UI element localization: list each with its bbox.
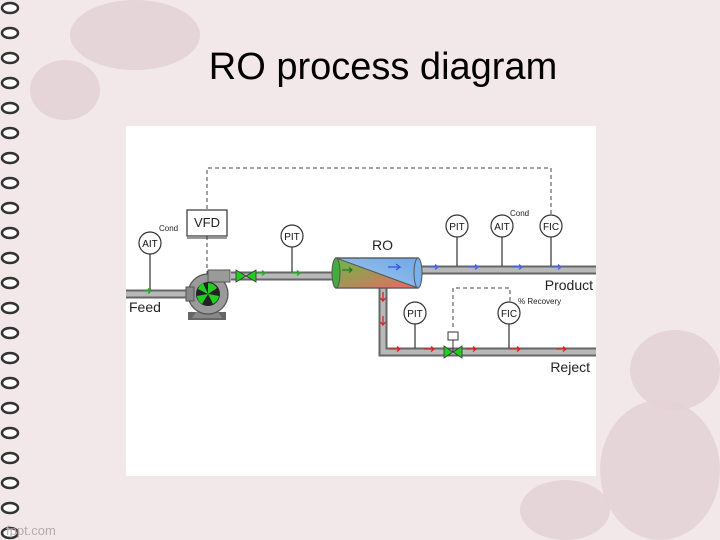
cond-right-label: Cond: [510, 209, 529, 218]
spiral-ring: [0, 151, 20, 165]
spiral-ring: [0, 251, 20, 265]
feed-valve: [235, 269, 257, 283]
ro-process-diagram: AIT PIT PIT AIT FIC PIT FIC VFD Cond Con…: [126, 126, 596, 476]
spiral-ring: [0, 376, 20, 390]
spiral-ring: [0, 76, 20, 90]
footer-brand: fppt.com: [6, 523, 56, 538]
cond-left-label: Cond: [159, 224, 178, 233]
spiral-ring: [0, 276, 20, 290]
reject-control-valve: [443, 331, 463, 359]
spiral-ring: [0, 126, 20, 140]
spiral-ring: [0, 501, 20, 515]
fic-reject-label: FIC: [501, 309, 517, 320]
spiral-ring: [0, 26, 20, 40]
ro-label: RO: [372, 237, 393, 253]
feed-pump: [185, 269, 231, 320]
ait-product-label: AIT: [494, 222, 510, 233]
pipes: [126, 265, 596, 357]
spiral-ring: [0, 101, 20, 115]
spiral-binding: [0, 1, 20, 540]
slide-title: RO process diagram: [208, 46, 558, 88]
ro-membrane-vessel: [331, 257, 423, 289]
spiral-ring: [0, 201, 20, 215]
vfd-label: VFD: [194, 215, 220, 230]
reject-flow-arrows: [380, 292, 568, 352]
spiral-ring: [0, 1, 20, 15]
spiral-ring: [0, 51, 20, 65]
product-flow-arrows: [428, 264, 563, 270]
spiral-ring: [0, 476, 20, 490]
background-splat: [600, 400, 720, 540]
spiral-ring: [0, 226, 20, 240]
spiral-ring: [0, 176, 20, 190]
pit-product-label: PIT: [449, 222, 465, 233]
reject-label: Reject: [550, 359, 590, 375]
feed-label: Feed: [129, 299, 161, 315]
spiral-ring: [0, 426, 20, 440]
spiral-ring: [0, 326, 20, 340]
spiral-ring: [0, 451, 20, 465]
ait-feed-label: AIT: [142, 239, 158, 250]
background-splat: [520, 480, 610, 540]
instrument-bubbles: [138, 214, 563, 325]
background-splat: [70, 0, 200, 70]
instrument-taps: [149, 237, 552, 348]
recovery-label: % Recovery: [518, 297, 561, 306]
product-label: Product: [545, 277, 593, 293]
vfd-box: [186, 209, 228, 239]
background-splat: [630, 330, 720, 410]
pit-feed-label: PIT: [284, 232, 300, 243]
spiral-ring: [0, 351, 20, 365]
spiral-ring: [0, 301, 20, 315]
fic-product-label: FIC: [543, 222, 559, 233]
background-splat: [30, 60, 100, 120]
spiral-ring: [0, 526, 20, 540]
feed-flow-arrows: [143, 270, 302, 294]
spiral-ring: [0, 401, 20, 415]
pit-reject-label: PIT: [407, 309, 423, 320]
